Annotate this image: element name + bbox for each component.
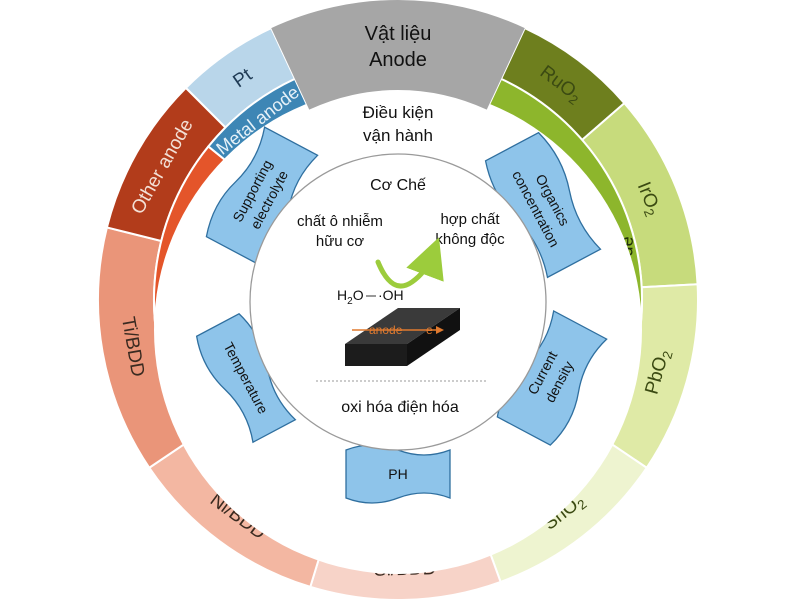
hydroxyl-radical: ·OH	[378, 287, 404, 303]
mechanism-bottom-label: oxi hóa điện hóa	[341, 399, 459, 416]
mechanism-circle	[249, 153, 547, 451]
condition-supporting-electrolyte: Supporting electrolyte	[205, 126, 319, 266]
condition-ph: PH	[345, 444, 451, 504]
water-formula: H2O	[337, 287, 364, 307]
conditions-title-line1: Điều kiện	[363, 103, 434, 122]
condition-current-density: Current density	[496, 309, 608, 446]
anode-label: anode	[369, 323, 403, 337]
anode-material-title-segment	[271, 0, 525, 110]
product-line2: không độc	[435, 231, 505, 248]
mechanism-title: Cơ Chế	[370, 177, 426, 194]
oxidation-arrow-icon	[375, 237, 444, 289]
anode-block: anode e	[345, 308, 460, 366]
product-line1: hợp chất	[440, 211, 500, 228]
pollutant-line2: hữu cơ	[316, 233, 364, 250]
anode-material-title-line1: Vật liệu	[365, 23, 432, 45]
anode-material-title-line2: Anode	[369, 49, 427, 71]
condition-ph-label: PH	[388, 466, 407, 482]
conditions-title-line2: vận hành	[363, 126, 433, 145]
pollutant-line1: chất ô nhiễm	[297, 213, 383, 230]
electron-label: e	[426, 323, 433, 337]
